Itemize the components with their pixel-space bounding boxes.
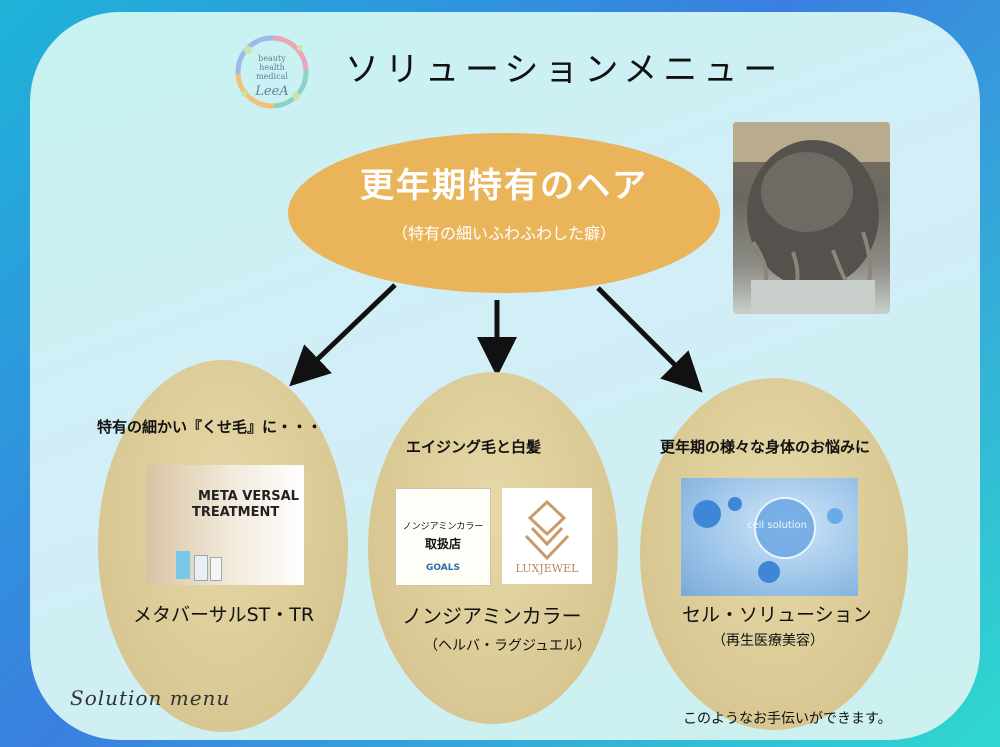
logo-brand: LeeA [255, 84, 289, 99]
product-bottle [176, 551, 190, 579]
jewel-icon [524, 499, 570, 561]
solution-label: ノンジアミンカラー [402, 604, 582, 628]
solution-sublabel: （ヘルバ・ラグジュエル） [424, 638, 592, 654]
cell-bubbles-illustration [693, 497, 843, 583]
branch-heading: エイジング毛と白髪 [406, 438, 542, 456]
logo-tagline: beauty health medical [230, 54, 314, 81]
hair-photo [733, 122, 890, 314]
image-caption: cell solution [747, 520, 807, 531]
brand-text: LUXJEWEL [515, 562, 579, 575]
solution-label: セル・ソリューション [682, 604, 872, 626]
nonji-amine-store-badge: ノンジアミンカラー 取扱店 GOALS [395, 488, 491, 586]
wreath-icon [235, 35, 309, 109]
product-name: META VERSAL [198, 489, 299, 504]
main-topic-subtitle: （特有の細いふわふわした癖） [391, 224, 616, 243]
badge-text: GOALS [426, 563, 460, 573]
product-bottle [210, 557, 222, 581]
arrow-right [596, 286, 703, 393]
solution-sublabel: （再生医療美容） [712, 633, 824, 649]
badge-text: 取扱店 [424, 537, 461, 551]
main-topic-title: 更年期特有のヘア [360, 166, 648, 206]
logo-line: beauty [258, 54, 286, 63]
footer-script-title: Solution menu [70, 686, 231, 710]
main-topic-oval [288, 133, 720, 293]
luxjewel-logo: LUXJEWEL [502, 488, 592, 584]
footer-note: このようなお手伝いができます。 [683, 711, 892, 727]
meta-versal-product-image: META VERSAL TREATMENT [146, 465, 304, 585]
hair-illustration [733, 122, 890, 314]
cell-solution-image: cell solution [681, 478, 858, 596]
branch-heading: 特有の細かい『くせ毛』に・・・ [97, 418, 323, 436]
logo-line: medical [256, 72, 288, 81]
product-name: TREATMENT [192, 505, 280, 520]
solution-label: メタバーサルST・TR [133, 604, 315, 626]
arrow-left [289, 283, 397, 387]
product-bottle [194, 555, 208, 581]
brand-logo: beauty health medical LeeA [230, 30, 314, 114]
badge-text: ノンジアミンカラー [402, 522, 484, 532]
logo-line: health [259, 63, 285, 72]
branch-heading: 更年期の様々な身体のお悩みに [660, 438, 871, 456]
page-title: ソリューションメニュー [345, 50, 784, 90]
